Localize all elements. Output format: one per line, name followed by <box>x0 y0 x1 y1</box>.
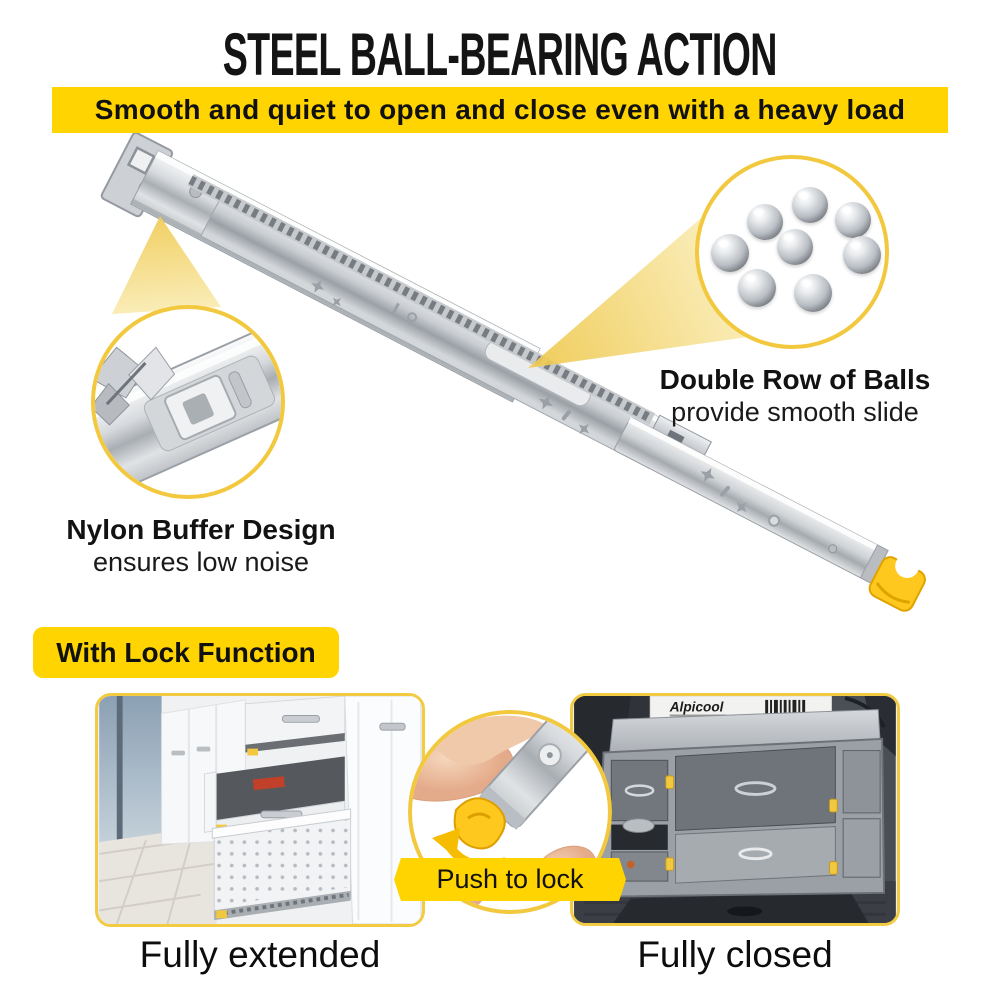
buffer-label-title: Nylon Buffer Design <box>66 514 336 545</box>
barcode <box>765 699 806 717</box>
closed-drawers-photo: Alpicool <box>574 696 896 923</box>
page-title: STEEL BALL-BEARING ACTION <box>0 21 1000 89</box>
latch-markers <box>665 775 838 875</box>
balls-callout-label: Double Row of Balls provide smooth slide <box>630 362 960 428</box>
steel-ball <box>711 234 749 272</box>
caption-fully-closed: Fully closed <box>637 934 833 975</box>
buffer-label-subtitle: ensures low noise <box>92 547 310 577</box>
lock-function-badge: With Lock Function <box>33 627 339 678</box>
ball-bearings-callout <box>695 155 889 349</box>
steel-ball <box>747 204 783 240</box>
photo-fully-closed: Alpicool <box>570 693 900 926</box>
rail-inner-member <box>535 391 889 585</box>
steel-ball <box>794 274 832 312</box>
steel-ball <box>738 269 776 307</box>
main-title-text: STEEL BALL-BEARING ACTION <box>222 21 778 89</box>
highlight-cone-left <box>112 216 221 314</box>
extended-drawers-photo <box>99 696 422 924</box>
brand-label: Alpicool <box>669 700 725 715</box>
nylon-buffer-callout <box>91 305 285 499</box>
nylon-buffer-closeup <box>95 318 281 491</box>
photo-fully-extended <box>95 693 425 927</box>
caption-fully-extended: Fully extended <box>139 934 381 975</box>
subtitle-banner: Smooth and quiet to open and close even … <box>52 87 948 133</box>
balls-label-title: Double Row of Balls <box>659 364 931 395</box>
steel-ball <box>843 236 881 274</box>
buffer-callout-label: Nylon Buffer Design ensures low noise <box>36 512 366 578</box>
push-to-lock-band: Push to lock <box>394 858 626 901</box>
balls-label-subtitle: provide smooth slide <box>671 397 919 427</box>
steel-ball <box>835 202 871 238</box>
lock-tip <box>868 553 926 612</box>
slide-rail <box>100 132 926 612</box>
highlight-cone-right <box>528 212 748 368</box>
lock-lever <box>453 797 506 850</box>
steel-ball <box>792 187 828 223</box>
steel-ball <box>777 229 813 265</box>
